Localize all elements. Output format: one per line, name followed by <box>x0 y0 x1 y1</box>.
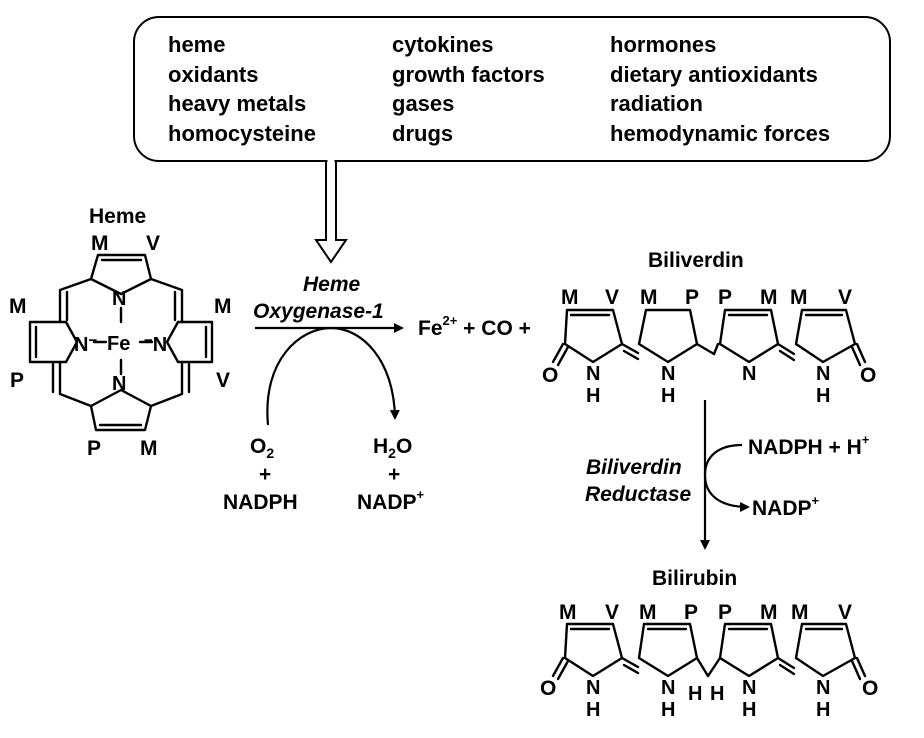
substituent-label: V <box>838 601 853 624</box>
nitrogen-atom: N <box>661 363 676 385</box>
substituent-label: M <box>559 601 577 624</box>
biliverdin-title: Biliverdin <box>648 249 744 272</box>
oxygen-atom: O <box>540 677 557 700</box>
hydrogen-atom: H <box>688 683 703 705</box>
plus-sign: + <box>259 463 272 486</box>
iron-atom: Fe <box>107 333 131 355</box>
nitrogen-atom: N− <box>74 332 98 356</box>
nitrogen-atom: N <box>661 677 676 699</box>
biliverdin-structure <box>551 308 867 367</box>
products-label: Fe2+ + CO + <box>418 313 531 340</box>
cofactor-curved-arrow <box>266 326 400 426</box>
substituent-label: M <box>140 437 158 460</box>
substituent-label: V <box>146 232 161 255</box>
substituent-label: M <box>91 232 109 255</box>
nitrogen-atom: N <box>742 677 757 699</box>
inducer-item: drugs <box>392 120 454 146</box>
nitrogen-atom: −N <box>144 332 168 356</box>
nitrogen-atom: N <box>586 363 601 385</box>
nadp-cofactor: NADP+ <box>752 493 820 520</box>
hydrogen-atom: H <box>661 699 676 721</box>
enzyme-label-biliverdin: Biliverdin <box>586 456 682 479</box>
substituent-label: M <box>639 601 657 624</box>
oxygen-reactant: O2 <box>250 435 275 461</box>
inducer-item: hormones <box>610 32 717 57</box>
hydrogen-atom: H <box>816 385 831 407</box>
oxygen-atom: O <box>860 364 877 387</box>
inducer-item: heavy metals <box>168 91 307 116</box>
nadp-product: NADP+ <box>357 487 425 514</box>
substituent-label: P <box>10 369 25 392</box>
inducers-column-2: cytokines growth factors gases drugs <box>392 30 545 148</box>
substituent-label: P <box>685 286 700 309</box>
hydrogen-atom: H <box>816 699 831 721</box>
induction-arrow <box>314 162 348 264</box>
nitrogen-atom: N <box>742 363 757 385</box>
substituent-label: M <box>760 601 778 624</box>
heme-structure <box>28 253 214 432</box>
substituent-label: V <box>605 601 620 624</box>
bilirubin-title: Bilirubin <box>652 567 738 590</box>
enzyme-label-reductase: Reductase <box>585 483 692 506</box>
hydrogen-atom: H <box>586 699 601 721</box>
heme-title: Heme <box>89 205 147 228</box>
inducer-item: heme <box>168 32 226 57</box>
substituent-label: M <box>760 286 778 309</box>
inducer-item: dietary antioxidants <box>610 61 818 87</box>
substituent-label: M <box>9 295 27 318</box>
substituent-label: M <box>214 295 232 318</box>
oxygen-atom: O <box>862 677 879 700</box>
inducer-item: oxidants <box>168 61 259 87</box>
inducers-column-3: hormones dietary antioxidants radiation … <box>610 30 830 148</box>
hydrogen-atom: H <box>586 385 601 407</box>
enzyme-label-heme: Heme <box>303 273 361 296</box>
nadph-reactant: NADPH <box>223 491 298 514</box>
inducer-item: hemodynamic forces <box>610 120 831 146</box>
water-product: H2O <box>373 435 413 461</box>
substituent-label: V <box>605 286 620 309</box>
substituent-label: P <box>87 437 102 460</box>
nadph-cofactor: NADPH + H+ <box>748 432 870 459</box>
bilirubin-structure <box>551 622 867 681</box>
inducer-item: gases <box>392 91 455 116</box>
hydrogen-atom: H <box>710 683 725 705</box>
substituent-label: P <box>684 601 699 624</box>
substituent-label: M <box>791 601 809 624</box>
oxygen-atom: O <box>542 364 559 387</box>
hydrogen-atom: H <box>661 385 676 407</box>
nitrogen-atom: N <box>112 373 127 395</box>
inducer-item: homocysteine <box>168 120 316 146</box>
substituent-label: M <box>640 286 658 309</box>
inducers-box <box>133 16 891 162</box>
inducer-item: cytokines <box>392 32 494 57</box>
plus-sign: + <box>388 463 401 486</box>
substituent-label: M <box>790 286 808 309</box>
nitrogen-atom: N <box>816 677 831 699</box>
inducer-item: radiation <box>610 91 703 116</box>
nitrogen-atom: N <box>816 363 831 385</box>
enzyme-label-oxygenase: Oxygenase-1 <box>253 300 384 323</box>
substituent-label: P <box>718 601 733 624</box>
substituent-label: V <box>216 369 231 392</box>
substituent-label: P <box>718 286 733 309</box>
inducer-item: growth factors <box>392 61 545 87</box>
nitrogen-atom: N <box>112 288 127 310</box>
hydrogen-atom: H <box>742 699 757 721</box>
inducers-column-1: heme oxidants heavy metals homocysteine <box>168 30 316 148</box>
substituent-label: M <box>561 286 579 309</box>
nitrogen-atom: N <box>586 677 601 699</box>
reductase-cofactor-arrow <box>703 443 750 512</box>
substituent-label: V <box>838 286 853 309</box>
